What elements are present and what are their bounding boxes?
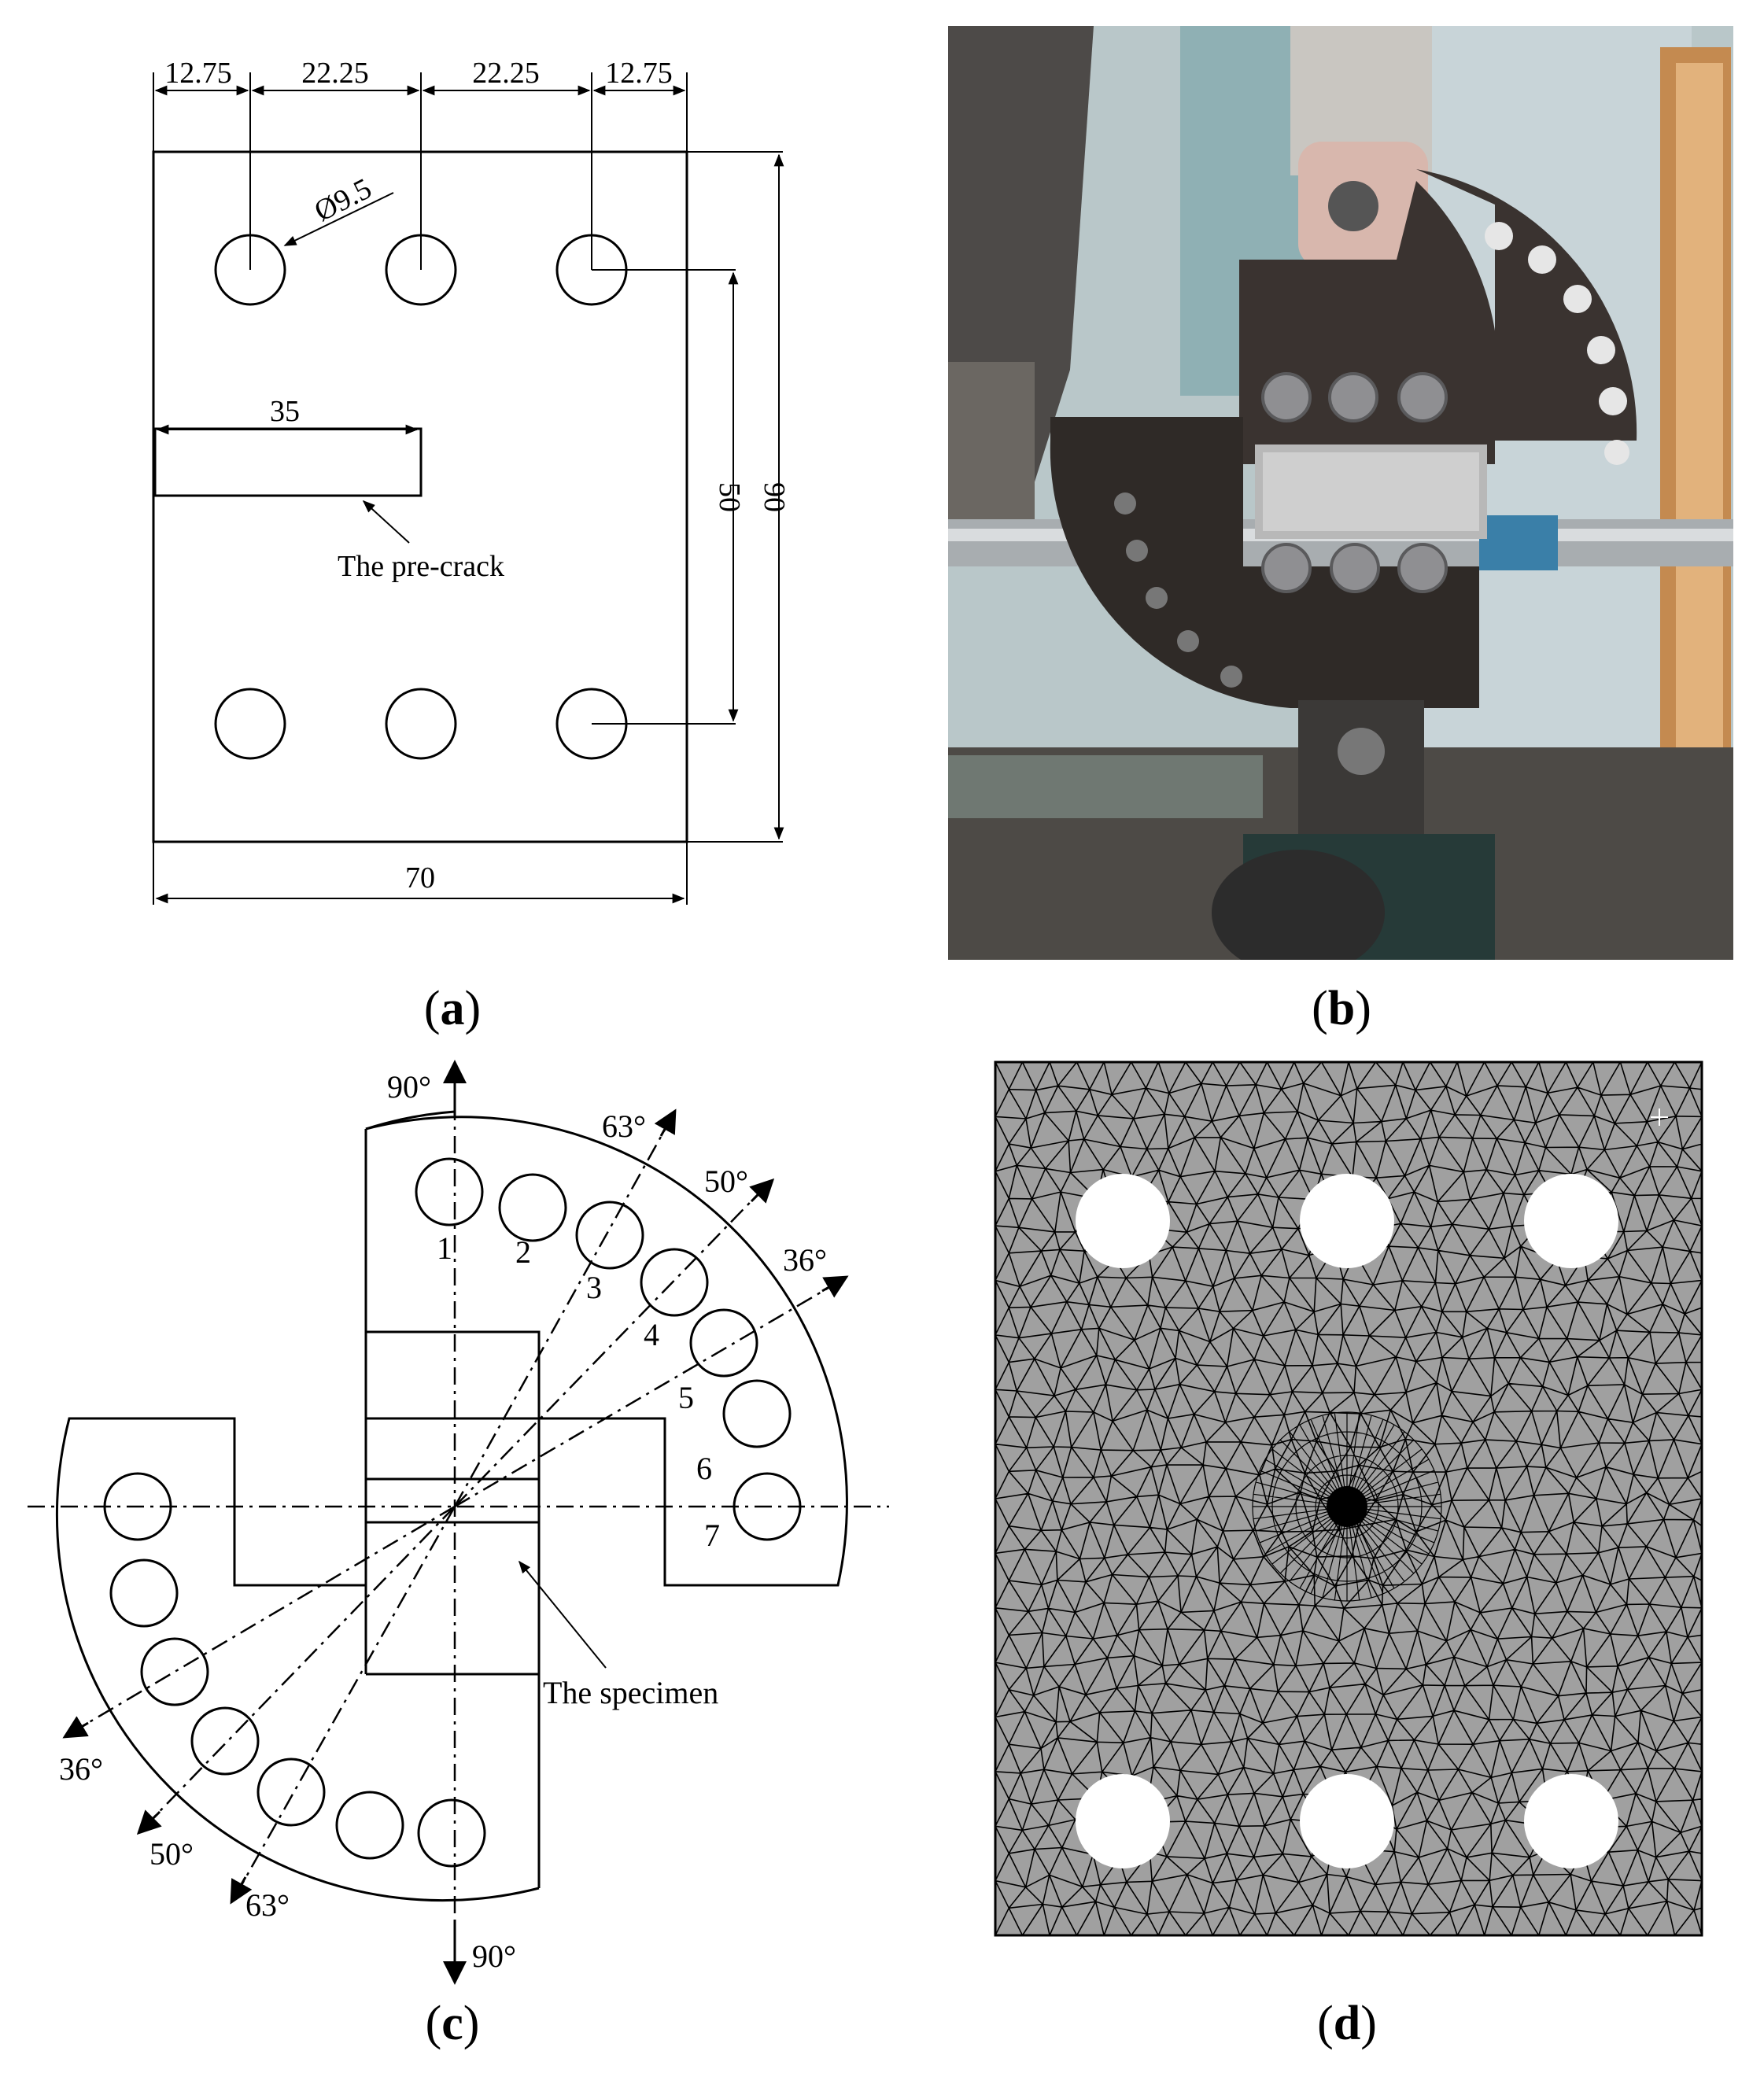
dim-plate-width-label: 70 — [405, 861, 435, 894]
crack-tip-refinement — [1252, 1411, 1442, 1602]
upper-fixture-outline — [364, 1116, 848, 1587]
notch-length-label: 35 — [270, 395, 300, 428]
hole — [385, 688, 457, 760]
caption-b: (b) — [1312, 982, 1371, 1035]
dim-hole-spacing-1: 22.25 — [301, 57, 369, 90]
dim-plate-height-label: 90 — [758, 482, 791, 512]
specimen-outline — [364, 1330, 541, 1420]
hole — [214, 688, 286, 760]
caption-c: (c) — [426, 1997, 480, 2050]
hole-number-3: 3 — [586, 1270, 602, 1305]
dim-hole-rows-label: 50 — [713, 482, 746, 512]
angle-label-lower-90: 90° — [472, 1938, 516, 1974]
hole-number-5: 5 — [678, 1380, 694, 1415]
panel-c-fixture: 1 2 3 4 5 6 7 90° 63° 50° 36° 36° 50° 63… — [28, 1060, 889, 1985]
hole-number-6: 6 — [696, 1451, 712, 1486]
caption-d: (d) — [1317, 1997, 1377, 2050]
pre-crack-label: The pre-crack — [338, 550, 504, 583]
hole-diameter-label: Ø9.5 — [309, 172, 377, 228]
mesh-holes — [1076, 1174, 1618, 1868]
hole-number-7: 7 — [704, 1518, 720, 1553]
lower-fixture-outline — [55, 1417, 541, 1902]
crack-tip-dense-zone — [1327, 1486, 1367, 1527]
upper-fixture-holes — [415, 1157, 802, 1541]
dim-hole-spacing-2: 22.25 — [472, 57, 540, 90]
hole-number-1: 1 — [437, 1230, 452, 1266]
caption-a: (a) — [424, 982, 481, 1035]
panel-d-mesh — [994, 1060, 1703, 1937]
angle-label-lower-36: 36° — [59, 1751, 103, 1787]
angle-label-upper-63: 63° — [602, 1108, 646, 1144]
hole-number-4: 4 — [644, 1317, 659, 1352]
hole-number-2: 2 — [515, 1234, 531, 1270]
crack-tip-rosette — [1252, 1411, 1442, 1602]
specimen-label: The specimen — [543, 1675, 718, 1710]
angle-label-upper-36: 36° — [783, 1242, 827, 1278]
angle-label-upper-90: 90° — [387, 1069, 431, 1105]
panel-b-photo — [948, 26, 1733, 960]
angle-label-lower-63: 63° — [245, 1887, 290, 1923]
panel-a-drawing: 12.75 22.25 22.25 12.75 Ø9.5 35 The pre-… — [152, 57, 791, 905]
pre-crack-notch — [153, 427, 423, 497]
angle-label-upper-50: 50° — [704, 1164, 748, 1199]
angle-label-lower-50: 50° — [149, 1836, 194, 1872]
lower-fixture-holes — [103, 1472, 486, 1868]
dim-right-edge: 12.75 — [605, 57, 673, 90]
dim-left-edge: 12.75 — [164, 57, 232, 90]
